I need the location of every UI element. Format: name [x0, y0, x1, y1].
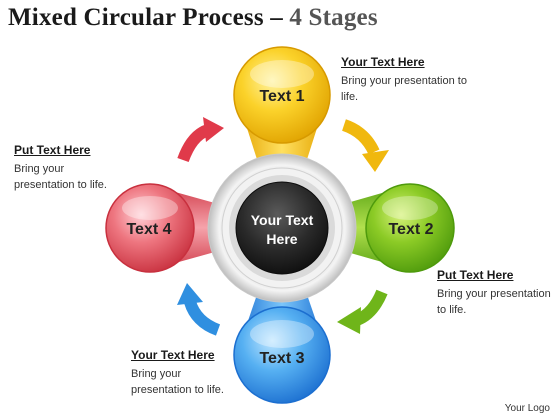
stage-node-4: Text 4: [105, 183, 195, 273]
arrow-green-icon: [337, 289, 388, 334]
arrow-red-icon: [177, 117, 224, 163]
callout-heading: Put Text Here: [14, 143, 91, 157]
title-main: Mixed Circular Process –: [8, 4, 290, 31]
callout-right: Put Text Here Bring your presentation to…: [437, 268, 552, 318]
callout-heading: Put Text Here: [437, 268, 514, 282]
page-title: Mixed Circular Process – 4 Stages: [8, 4, 378, 32]
stage-label-4: Text 4: [126, 221, 171, 238]
stage-label-2: Text 2: [388, 221, 433, 238]
stage-node-3: Text 3: [233, 306, 331, 404]
title-stages: 4 Stages: [289, 4, 378, 31]
stage-label-1: Text 1: [259, 88, 304, 105]
callout-body: Bring your presentation to life.: [14, 163, 107, 191]
stage-node-1: Text 1: [233, 46, 331, 144]
center-label-line2: Here: [266, 231, 297, 247]
stage-node-2: Text 2: [365, 183, 455, 273]
callout-bottom: Your Text Here Bring your presentation t…: [131, 348, 241, 398]
callout-body: Bring your presentation to life.: [341, 75, 467, 103]
stage-label-3: Text 3: [259, 350, 304, 367]
arrow-yellow-icon: [341, 119, 389, 172]
logo: Your Logo: [504, 403, 550, 414]
center-hub: Your Text Here: [207, 153, 357, 303]
callout-heading: Your Text Here: [341, 55, 425, 69]
callout-left: Put Text Here Bring your presentation to…: [14, 143, 124, 193]
arrow-blue-icon: [177, 283, 221, 336]
callout-body: Bring your presentation to life.: [131, 368, 224, 396]
center-label-line1: Your Text: [251, 212, 314, 228]
callout-heading: Your Text Here: [131, 348, 215, 362]
callout-top-right: Your Text Here Bring your presentation t…: [341, 55, 481, 105]
callout-body: Bring your presentation to life.: [437, 288, 551, 316]
